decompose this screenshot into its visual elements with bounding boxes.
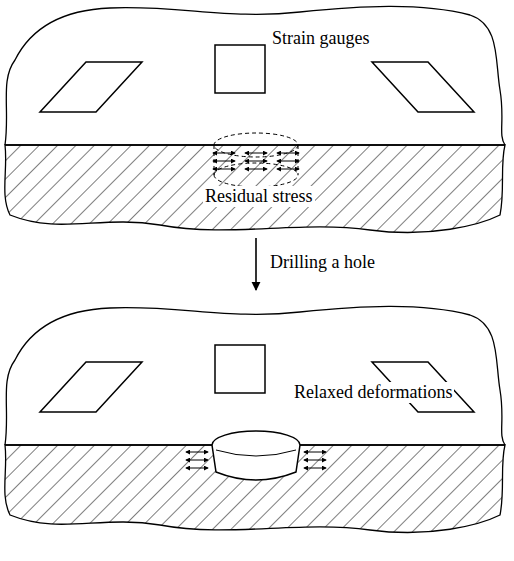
- specimen-plate: Strain gaugesResidual stress: [5, 0, 509, 238]
- stress-label: Residual stress: [203, 186, 315, 207]
- strain-gauge: [40, 62, 142, 112]
- step-label: Drilling a hole: [268, 252, 377, 273]
- part-label: Relaxed deformations: [292, 382, 454, 403]
- stress-arrows: [186, 452, 326, 468]
- hole-rim: [216, 450, 296, 456]
- specimen-plate: Relaxed deformations: [5, 290, 509, 552]
- drilled-hole: [212, 431, 300, 480]
- specimen-after: [5, 306, 505, 532]
- specimen-before: [5, 6, 505, 232]
- top-surface-outline: [5, 306, 505, 445]
- top-surface-outline: [5, 6, 505, 145]
- strain-gauge: [215, 345, 265, 393]
- part-label: Strain gauges: [270, 28, 371, 49]
- stress-arrows: [213, 153, 299, 169]
- strain-gauge: [40, 362, 142, 412]
- hatched-section: [5, 145, 505, 232]
- process-arrow: [255, 238, 257, 290]
- drill-zone: [214, 133, 298, 187]
- strain-gauge: [215, 45, 265, 93]
- strain-gauge: [372, 62, 474, 112]
